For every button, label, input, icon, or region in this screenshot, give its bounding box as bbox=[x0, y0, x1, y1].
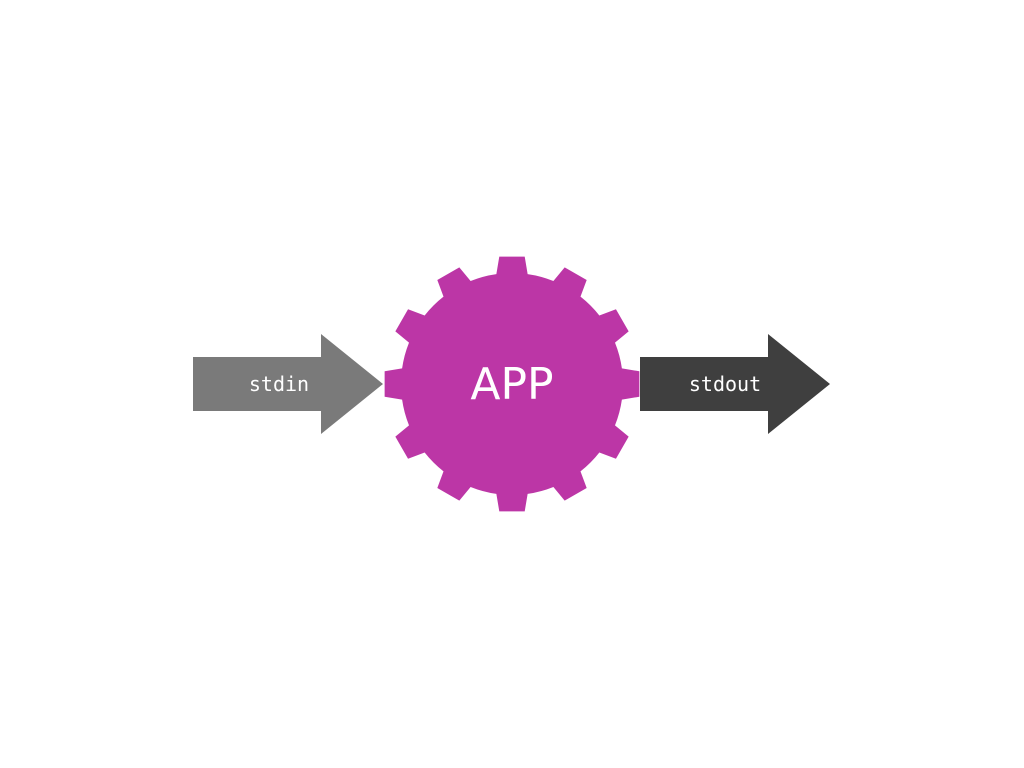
app-label: APP bbox=[470, 359, 553, 410]
gear-icon bbox=[384, 256, 640, 512]
stdin-label: stdin bbox=[249, 372, 309, 396]
stdin-arrow-shape bbox=[193, 334, 383, 434]
stdout-arrow: stdout bbox=[640, 334, 830, 434]
stdin-arrow: stdin bbox=[193, 334, 383, 434]
stdout-label: stdout bbox=[689, 372, 761, 396]
app-gear: APP bbox=[384, 256, 640, 512]
stdout-arrow-shape bbox=[640, 334, 830, 434]
